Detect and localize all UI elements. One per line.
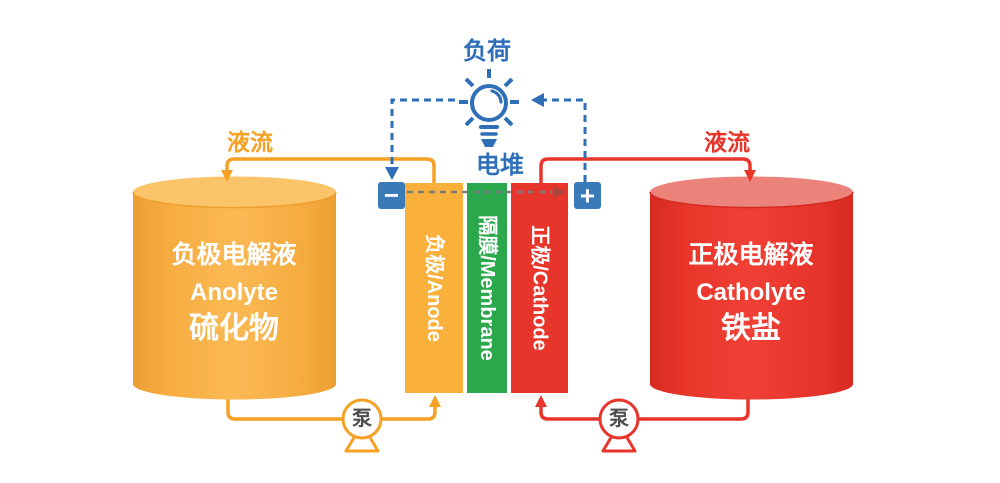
anolyte-tank-body [133,192,336,384]
anode-label: 负极/Anode [423,234,447,342]
anolyte-return-pipe [226,375,441,421]
bulb-rays [459,69,519,127]
pump-left-label: 泵 [352,407,372,430]
catholyte-name-en: Catholyte [696,279,805,306]
anolyte-feed-pipe [221,157,436,183]
terminal-minus-sign: − [384,180,399,210]
circuit-wire-left [385,98,455,180]
terminal-plus-sign: + [580,181,595,211]
terminal-minus-box [378,182,405,209]
membrane-label: 隔膜/Membrane [476,215,500,361]
cathode-label: 正极/Cathode [529,225,553,351]
catholyte-tank-body [650,192,853,384]
anolyte-chemistry: 硫化物 [189,311,279,345]
bulb-highlight-arc [490,89,503,104]
internal-current-arrow [554,186,566,198]
pump-right: 泵 [598,398,640,453]
catholyte-name-cn: 正极电解液 [688,240,813,269]
stack-label: 电堆 [476,152,524,179]
terminal-minus: − [378,180,405,210]
terminal-plus: + [574,181,601,211]
catholyte-tank-rim [649,191,854,209]
anolyte-tank: 负极电解液 Anolyte 硫化物 [132,176,337,400]
catholyte-tank: 正极电解液 Catholyte 铁盐 [649,176,854,400]
anolyte-tank-rim [132,191,337,209]
pump-right-label: 泵 [609,407,629,430]
flow-label-right: 液流 [704,129,750,155]
anolyte-tank-top [133,176,336,208]
load-label: 负荷 [463,38,511,65]
terminal-plus-box [574,182,601,209]
flow-label-left: 液流 [227,129,273,155]
electrode-stack: 负极/Anode 隔膜/Membrane 正极/Cathode [405,183,568,393]
bulb-globe [470,84,508,122]
catholyte-return-pipe [535,375,750,421]
bulb-base [481,139,497,147]
circuit-wire-right [531,93,587,182]
pump-left-housing [341,398,383,440]
catholyte-chemistry: 铁盐 [721,312,781,345]
anode-bar [405,183,463,393]
membrane-bar [467,183,507,393]
anolyte-name-en: Anolyte [190,279,278,306]
pump-left: 泵 [341,398,383,453]
cathode-bar [511,183,568,393]
catholyte-feed-pipe [539,157,756,183]
anolyte-name-cn: 负极电解液 [171,240,296,269]
load-bulb-icon [459,69,519,147]
catholyte-tank-top [650,176,853,208]
pump-right-housing [598,398,640,440]
